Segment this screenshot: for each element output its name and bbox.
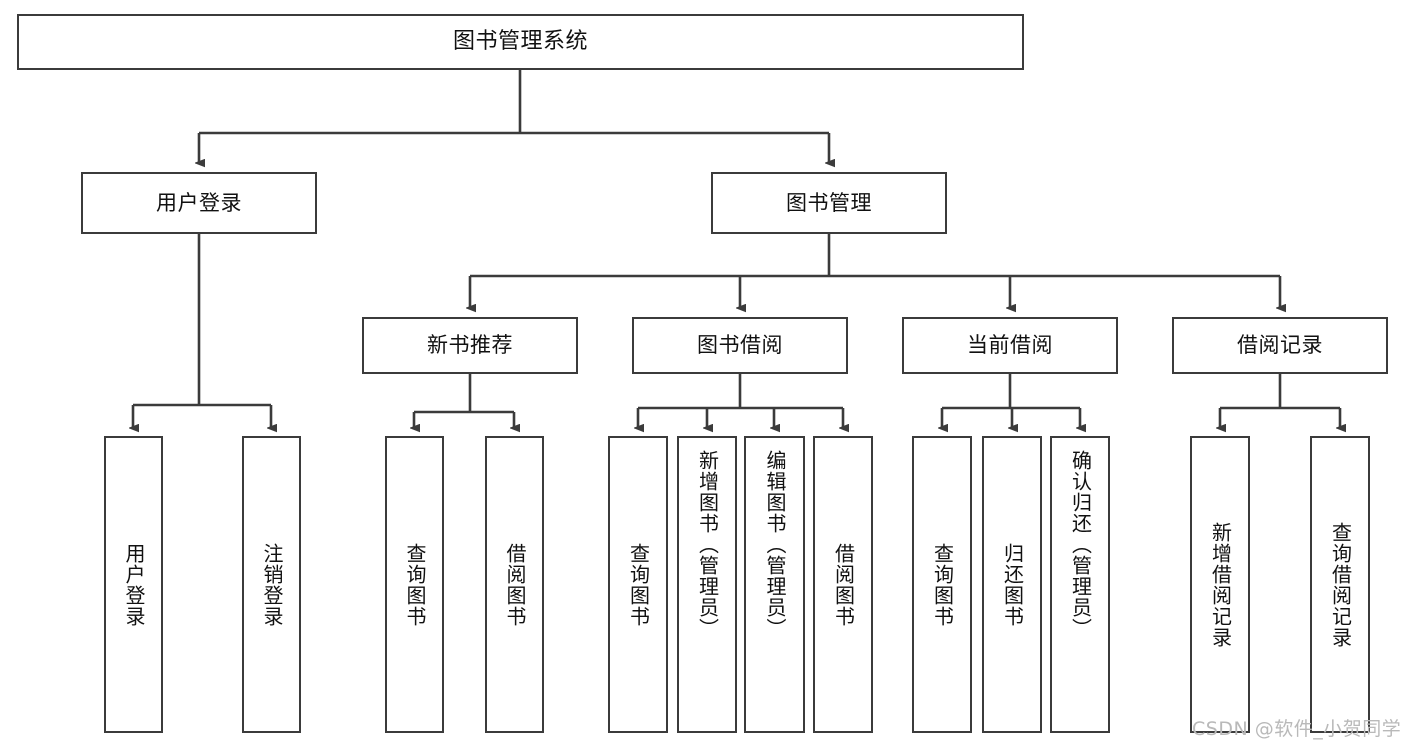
- leaf-return-book[interactable]: 归还图书: [982, 436, 1042, 733]
- leaf-add-book-admin-label: 新增图书（管理员）: [695, 450, 720, 639]
- node-borrow-record-label: 借阅记录: [1237, 333, 1323, 358]
- leaf-query-borrow-record[interactable]: 查询借阅记录: [1310, 436, 1370, 733]
- watermark-text: CSDN @软件_小贺同学: [1192, 718, 1402, 740]
- leaf-confirm-return-admin-label: 确认归还（管理员）: [1068, 450, 1093, 639]
- node-borrow-record[interactable]: 借阅记录: [1172, 317, 1388, 374]
- leaf-logout[interactable]: 注销登录: [242, 436, 301, 733]
- node-current-borrow[interactable]: 当前借阅: [902, 317, 1118, 374]
- leaf-query-book-newbook[interactable]: 查询图书: [385, 436, 444, 733]
- leaf-edit-book-admin[interactable]: 编辑图书（管理员）: [744, 436, 805, 733]
- node-book-management[interactable]: 图书管理: [711, 172, 947, 234]
- leaf-query-borrow-record-label: 查询借阅记录: [1328, 521, 1353, 648]
- leaf-query-book-newbook-label: 查询图书: [403, 542, 427, 627]
- node-book-borrow[interactable]: 图书借阅: [632, 317, 848, 374]
- leaf-edit-book-admin-label: 编辑图书（管理员）: [763, 450, 787, 639]
- leaf-add-book-admin[interactable]: 新增图书（管理员）: [677, 436, 737, 733]
- node-new-book-recommend[interactable]: 新书推荐: [362, 317, 578, 374]
- leaf-borrow-book-label: 借阅图书: [831, 542, 856, 627]
- leaf-query-book-borrow[interactable]: 查询图书: [608, 436, 668, 733]
- node-user-login-label: 用户登录: [156, 190, 242, 215]
- node-book-borrow-label: 图书借阅: [697, 333, 783, 358]
- node-root-label: 图书管理系统: [452, 29, 588, 55]
- node-book-management-label: 图书管理: [786, 190, 872, 215]
- leaf-borrow-book-newbook[interactable]: 借阅图书: [485, 436, 544, 733]
- leaf-query-book-current[interactable]: 查询图书: [912, 436, 972, 733]
- leaf-add-borrow-record[interactable]: 新增借阅记录: [1190, 436, 1250, 733]
- leaf-confirm-return-admin[interactable]: 确认归还（管理员）: [1050, 436, 1110, 733]
- node-new-book-recommend-label: 新书推荐: [427, 333, 513, 358]
- node-user-login[interactable]: 用户登录: [81, 172, 317, 234]
- leaf-add-borrow-record-label: 新增借阅记录: [1208, 521, 1233, 648]
- leaf-borrow-book[interactable]: 借阅图书: [813, 436, 873, 733]
- leaf-query-book-current-label: 查询图书: [930, 542, 955, 627]
- leaf-logout-label: 注销登录: [260, 542, 284, 627]
- node-current-borrow-label: 当前借阅: [967, 333, 1053, 358]
- node-root[interactable]: 图书管理系统: [17, 14, 1024, 70]
- leaf-borrow-book-newbook-label: 借阅图书: [503, 542, 527, 627]
- leaf-return-book-label: 归还图书: [1000, 542, 1025, 627]
- leaf-user-login-label: 用户登录: [122, 542, 146, 627]
- leaf-query-book-borrow-label: 查询图书: [626, 542, 651, 627]
- leaf-user-login[interactable]: 用户登录: [104, 436, 163, 733]
